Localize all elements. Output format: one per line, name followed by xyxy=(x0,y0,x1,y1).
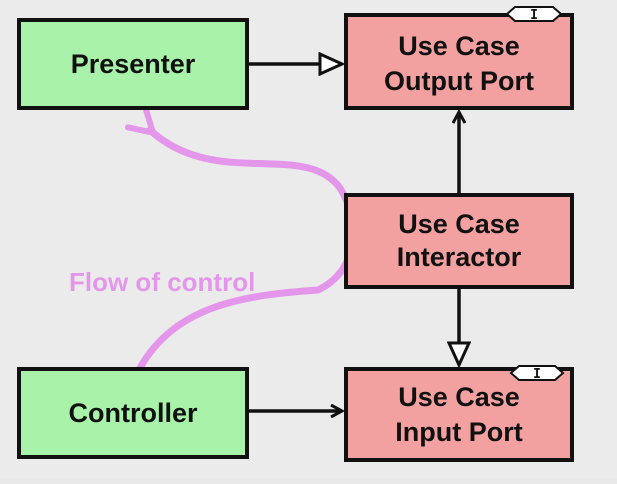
input-port-marker: I xyxy=(533,367,541,382)
controller-label: Controller xyxy=(68,398,197,428)
flow-of-control-curve xyxy=(124,105,357,372)
output-port-label-line1: Use Case xyxy=(398,31,520,61)
controller-box: Controller xyxy=(17,367,249,459)
interactor-label-line2: Interactor xyxy=(397,242,522,272)
flow-of-control-label: Flow of control xyxy=(69,267,255,297)
input-port-label-line2: Input Port xyxy=(395,417,522,447)
interface-marker-icon: I xyxy=(509,365,565,382)
presenter-label: Presenter xyxy=(71,49,196,79)
interactor-label-line1: Use Case xyxy=(398,209,520,239)
output-port-label-line2: Output Port xyxy=(384,66,534,96)
output-port-marker: I xyxy=(530,8,538,23)
use-case-interactor-box: Use Case Interactor xyxy=(344,193,574,289)
input-port-label-line1: Use Case xyxy=(398,382,520,412)
use-case-input-port-box: Use Case Input Port I xyxy=(344,365,574,462)
presenter-box: Presenter xyxy=(17,18,249,110)
use-case-output-port-box: Use Case Output Port I xyxy=(344,6,574,110)
interface-marker-icon: I xyxy=(505,6,563,23)
